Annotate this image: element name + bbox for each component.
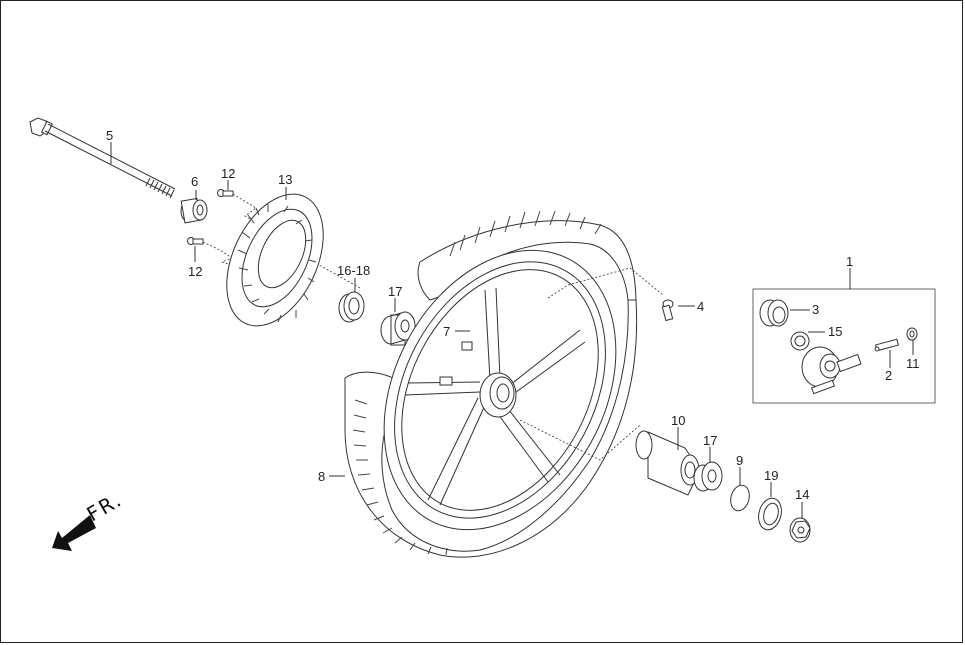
callout-7[interactable]: 7 [443,324,450,339]
circlip-part[interactable] [728,483,752,513]
callout-5[interactable]: 5 [106,128,113,143]
callout-17-left[interactable]: 17 [388,284,402,299]
distance-collar-part[interactable] [635,430,701,496]
bearing-left-part[interactable] [380,311,416,346]
tire-valve-part[interactable] [661,299,674,322]
callout-16-18[interactable]: 16-18 [337,263,370,278]
callout-3[interactable]: 3 [812,302,819,317]
callout-10[interactable]: 10 [671,413,685,428]
callout-17-right[interactable]: 17 [703,433,717,448]
callout-1[interactable]: 1 [846,254,853,269]
speedometer-pinion-part[interactable] [874,338,900,352]
axle-collar-part[interactable] [180,197,208,224]
callout-19[interactable]: 19 [764,468,778,483]
bearing-right-part[interactable] [693,461,723,492]
callout-9[interactable]: 9 [736,453,743,468]
axle-bolt-part[interactable] [29,117,176,199]
disc-bolt-part[interactable] [187,189,234,245]
callout-4[interactable]: 4 [697,299,704,314]
speedometer-assembly-box [752,288,936,404]
callout-12-lower[interactable]: 12 [188,264,202,279]
callout-2[interactable]: 2 [885,368,892,383]
speedometer-gear-box-part[interactable] [801,346,862,395]
arrow-down-left-icon [52,515,96,551]
callout-6[interactable]: 6 [191,174,198,189]
oil-seal-part[interactable] [338,291,365,323]
axle-nut-part[interactable] [789,517,811,543]
callout-15[interactable]: 15 [828,324,842,339]
washer-part[interactable] [788,329,813,354]
oil-seal-small-part[interactable] [906,327,918,341]
callout-13[interactable]: 13 [278,172,292,187]
speedometer-drive-ring-part[interactable] [759,299,789,327]
callout-11[interactable]: 11 [906,356,920,371]
dust-seal-part[interactable] [755,496,785,533]
front-wheel-rim-part[interactable] [338,210,662,570]
callout-8[interactable]: 8 [318,469,325,484]
brake-disc-part[interactable] [207,179,342,341]
callout-14[interactable]: 14 [795,487,809,502]
callout-12-upper[interactable]: 12 [221,166,235,181]
